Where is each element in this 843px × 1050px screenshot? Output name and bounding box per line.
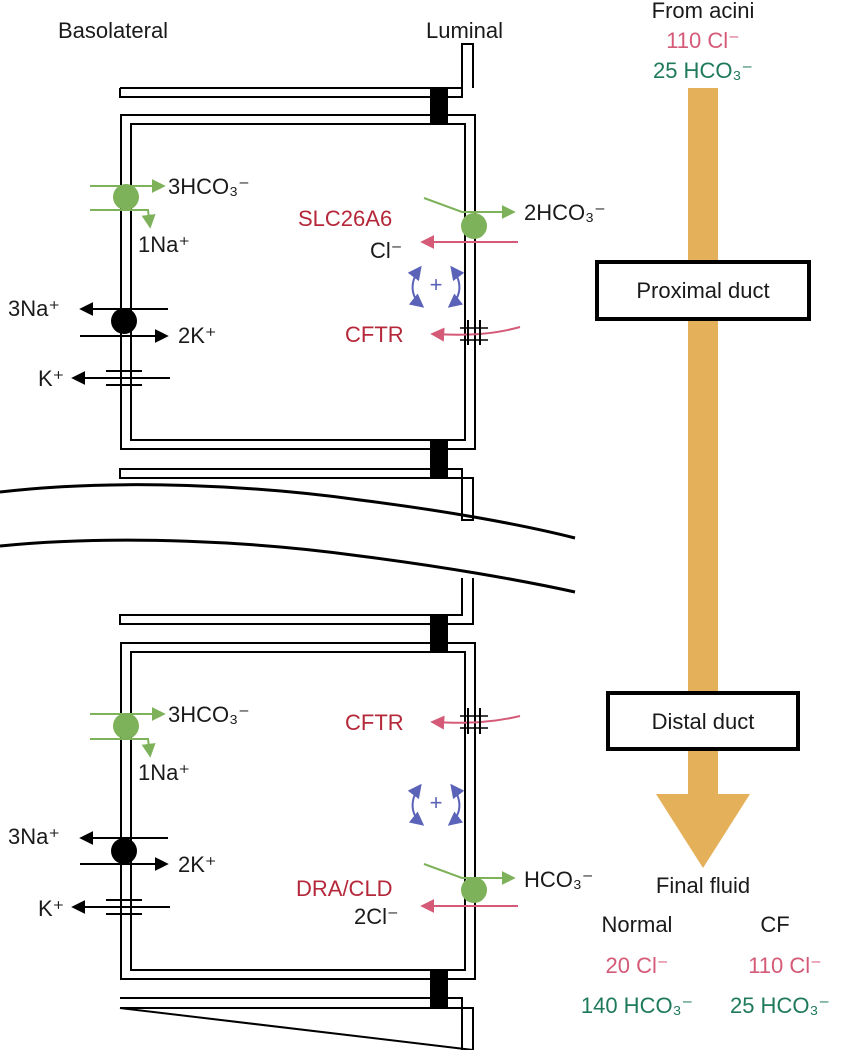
cf-hco3-value: 25 HCO₃⁻ [730, 993, 830, 1018]
proximal-exchanger-out-label: 2HCO₃⁻ [524, 200, 606, 225]
normal-hco3-value: 140 HCO₃⁻ [581, 993, 693, 1018]
proximal-pump-k-label: 2K⁺ [178, 323, 217, 348]
distal-duct-label: Distal duct [652, 709, 755, 734]
proximal-cftr-channel [430, 320, 521, 345]
proximal-nbc-in-label: 1Na⁺ [138, 232, 190, 257]
proximal-pump-na-label: 3Na⁺ [8, 296, 60, 321]
tight-junction [430, 970, 448, 1008]
proximal-nbc-out-label: 3HCO₃⁻ [168, 174, 250, 199]
cf-cl-value: 110 Cl⁻ [748, 953, 822, 978]
distal-nbc-out-label: 3HCO₃⁻ [168, 702, 250, 727]
proximal-k-label: K⁺ [38, 366, 64, 391]
from-acini-hco3: 25 HCO₃⁻ [653, 58, 753, 83]
proximal-cftr-slc-coupling [407, 265, 465, 308]
distal-dra-exchanger [420, 863, 518, 913]
proximal-cell [119, 43, 476, 521]
duct-break-lines [0, 483, 576, 594]
distal-cftr-label: CFTR [345, 710, 404, 735]
distal-nbc-cotransporter [90, 707, 166, 758]
from-acini-cl: 110 Cl⁻ [666, 28, 740, 53]
distal-cell [119, 578, 476, 1050]
proximal-duct-label: Proximal duct [636, 278, 769, 303]
distal-na-k-pump [79, 831, 169, 871]
distal-duct-box [606, 691, 800, 751]
tight-junction [430, 88, 448, 124]
distal-cftr-dra-coupling [407, 783, 465, 826]
normal-label: Normal [602, 912, 673, 937]
tight-junction [430, 440, 448, 478]
duct-flow-arrow [656, 88, 750, 868]
final-fluid-label: Final fluid [656, 873, 750, 898]
distal-nbc-in-label: 1Na⁺ [138, 760, 190, 785]
proximal-na-k-pump [79, 302, 169, 343]
proximal-duct-box [595, 260, 811, 321]
proximal-cftr-label: CFTR [345, 322, 404, 347]
proximal-k-channel [71, 370, 170, 386]
distal-exchanger-name: DRA/CLD [296, 876, 393, 901]
from-acini-label: From acini [652, 0, 755, 23]
distal-exchanger-out-label: HCO₃⁻ [524, 867, 593, 892]
cf-label: CF [760, 912, 789, 937]
tight-junction [430, 615, 448, 653]
distal-cftr-channel [430, 708, 521, 734]
proximal-nbc-cotransporter [90, 179, 166, 229]
distal-k-label: K⁺ [38, 896, 64, 921]
normal-cl-value: 20 Cl⁻ [606, 953, 669, 978]
luminal-label: Luminal [426, 18, 503, 43]
distal-pump-k-label: 2K⁺ [178, 852, 217, 877]
proximal-exchanger-name: SLC26A6 [298, 206, 392, 231]
distal-k-channel [71, 899, 170, 915]
basolateral-label: Basolateral [58, 18, 168, 43]
distal-exchanger-in-label: 2Cl⁻ [354, 904, 399, 929]
distal-pump-na-label: 3Na⁺ [8, 824, 60, 849]
proximal-exchanger-in-label: Cl⁻ [370, 238, 402, 263]
distal-plus-sign: + [430, 790, 443, 815]
proximal-plus-sign: + [430, 272, 443, 297]
proximal-slc26a6-exchanger [420, 197, 518, 249]
